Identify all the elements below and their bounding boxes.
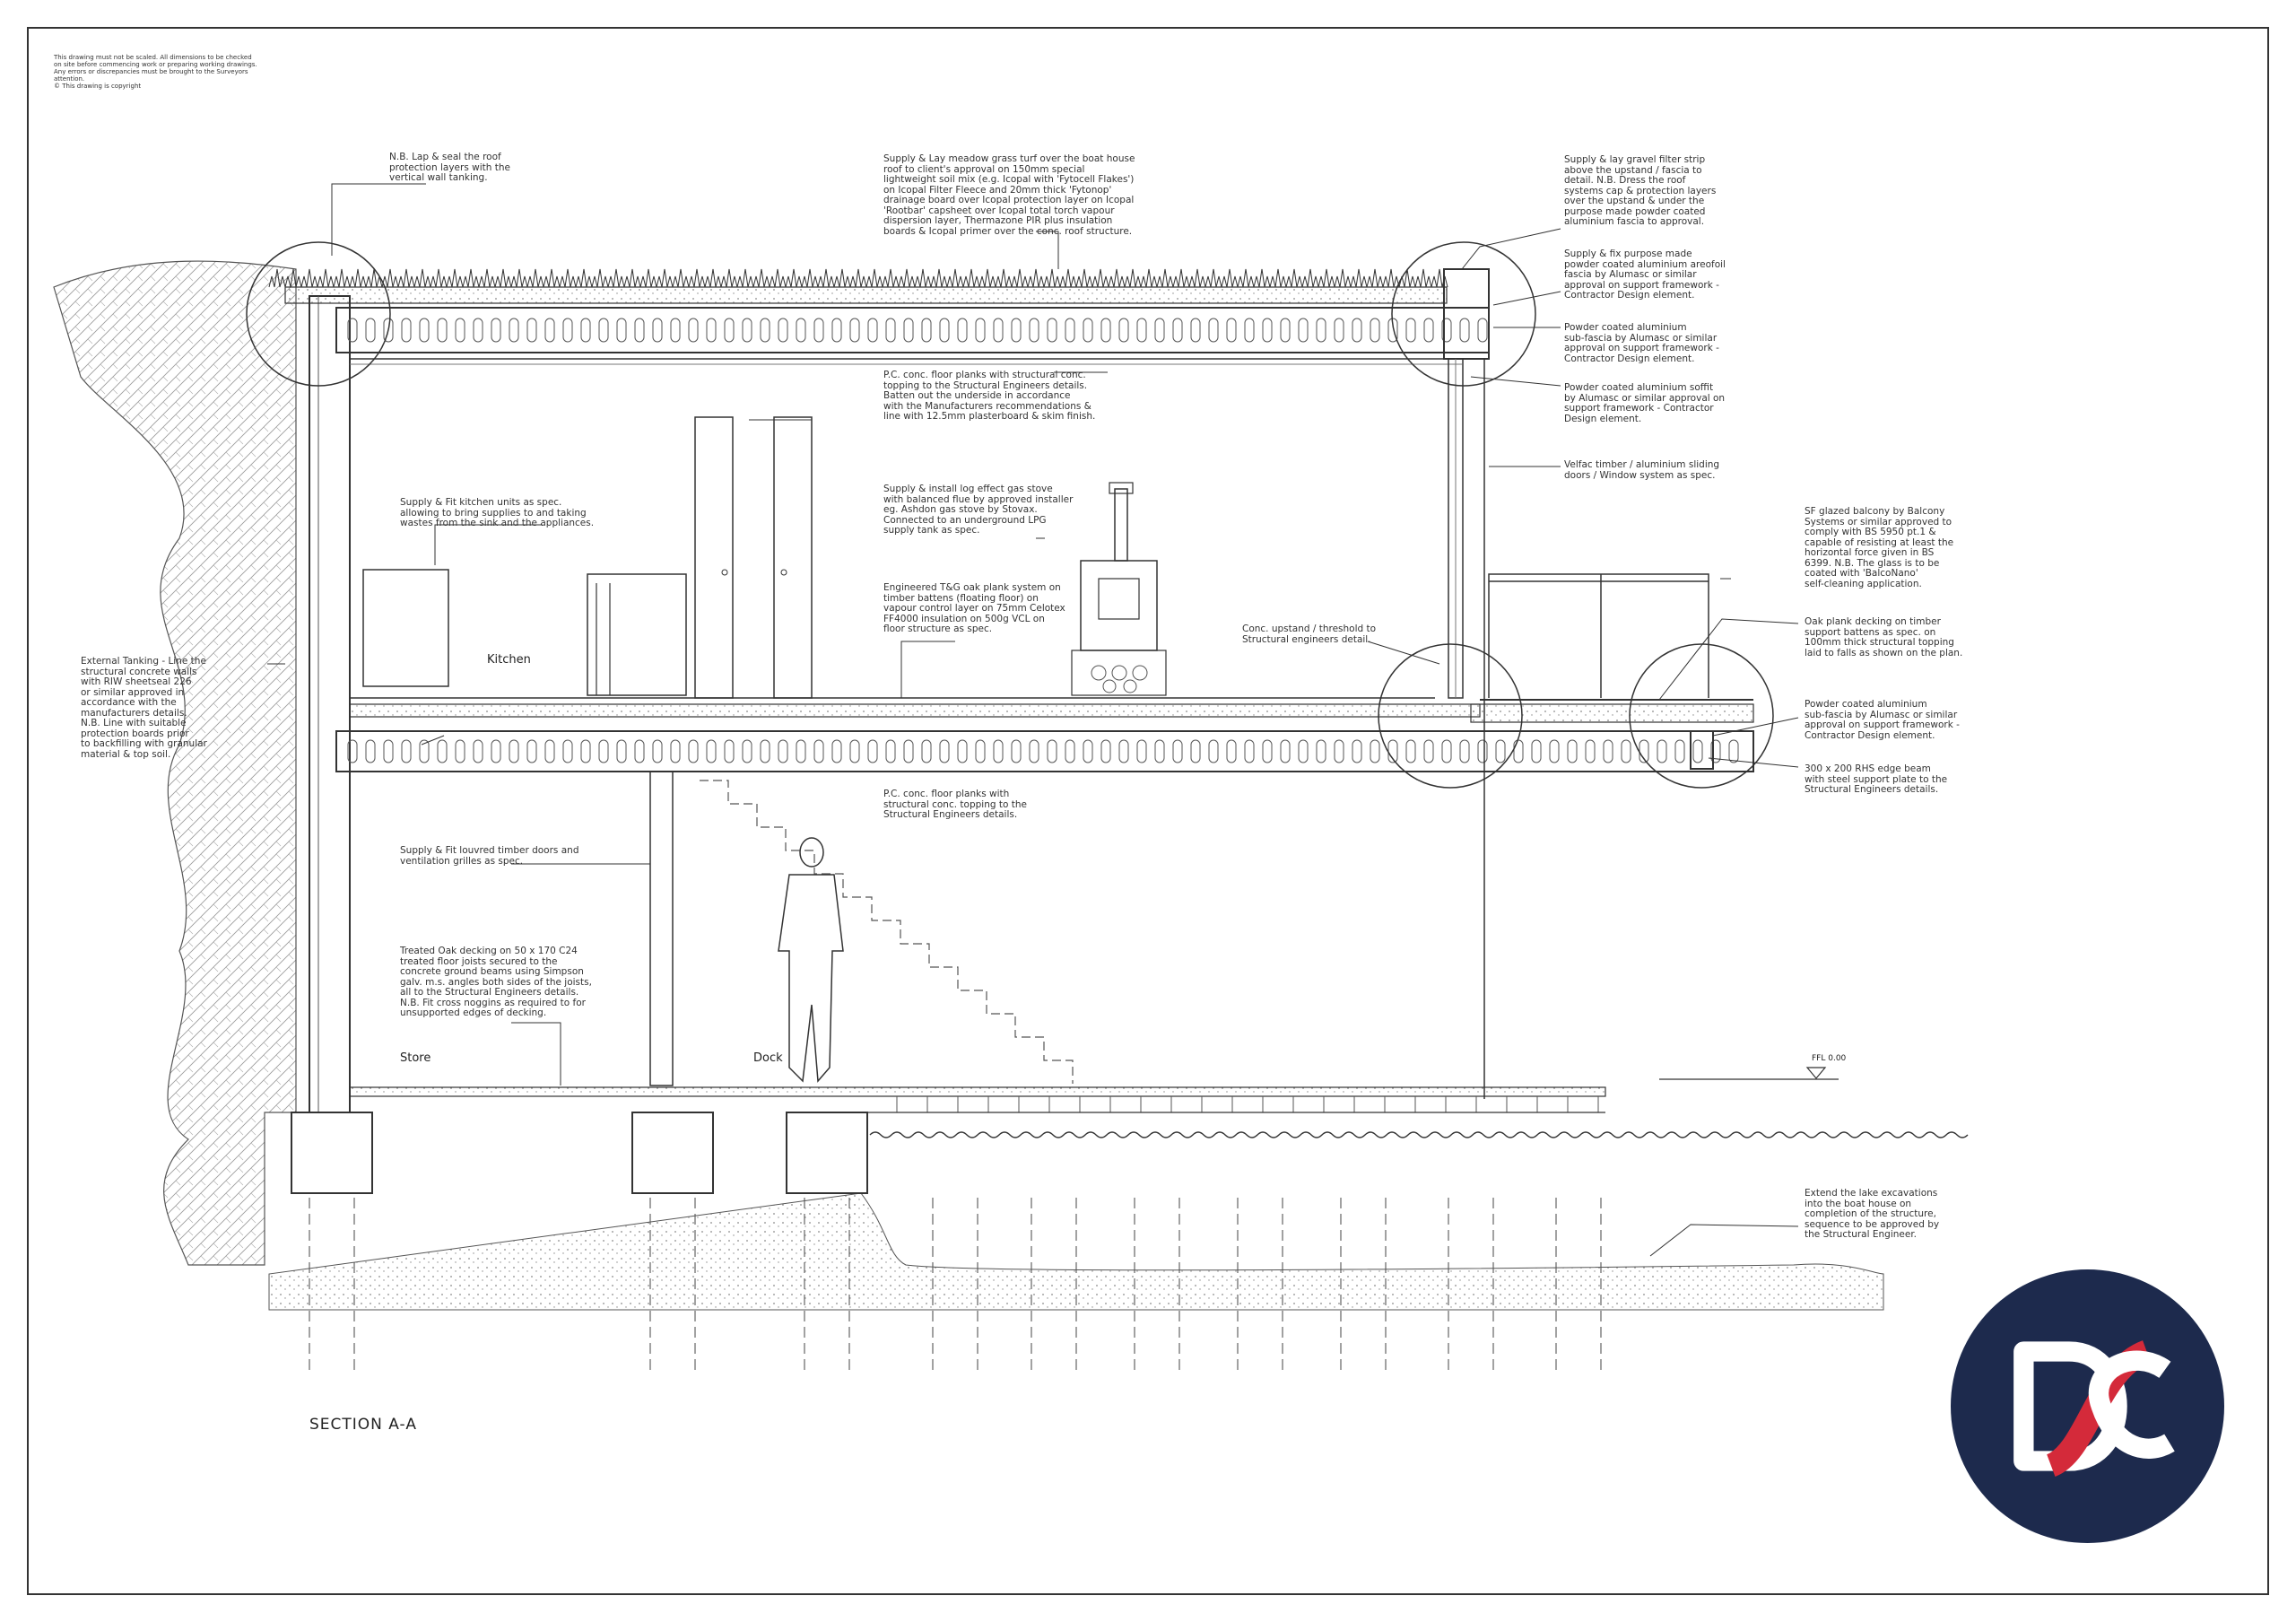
kitchen-unit-left bbox=[362, 569, 449, 687]
internal-door-right bbox=[773, 416, 813, 699]
note-balcony: SF glazed balcony by Balcony Systems or … bbox=[1805, 506, 1954, 589]
lower-deck bbox=[349, 1086, 1606, 1097]
note-louvred-doors: Supply & Fit louvred timber doors and ve… bbox=[400, 845, 579, 867]
note-floor-planks-top: P.C. conc. floor planks with structural … bbox=[883, 370, 1096, 422]
room-label-kitchen: Kitchen bbox=[487, 653, 531, 667]
note-meadow-turf: Supply & Lay meadow grass turf over the … bbox=[883, 153, 1135, 237]
floor-plank-voids bbox=[347, 739, 1739, 763]
foundation-1 bbox=[291, 1112, 373, 1194]
note-sub-fascia-top: Powder coated aluminium sub-fascia by Al… bbox=[1564, 322, 1719, 364]
staircase bbox=[700, 780, 1074, 1084]
note-gas-stove: Supply & install log effect gas stove wi… bbox=[883, 484, 1074, 536]
gas-stove bbox=[1071, 482, 1167, 696]
section-title: SECTION A-A bbox=[309, 1416, 417, 1434]
room-label-store: Store bbox=[400, 1051, 431, 1065]
note-sub-fascia-bottom: Powder coated aluminium sub-fascia by Al… bbox=[1805, 699, 1960, 741]
earth-backfill bbox=[53, 260, 297, 1266]
retaining-wall bbox=[309, 295, 351, 1113]
note-upstand: Conc. upstand / threshold to Structural … bbox=[1242, 624, 1377, 645]
ffl-label: FFL 0.00 bbox=[1812, 1054, 1847, 1063]
note-soffit: Powder coated aluminium soffit by Alumas… bbox=[1564, 382, 1726, 424]
note-gravel-strip: Supply & lay gravel filter strip above t… bbox=[1564, 154, 1717, 227]
foundation-3 bbox=[786, 1112, 868, 1194]
note-kitchen-units: Supply & Fit kitchen units as spec. allo… bbox=[400, 497, 595, 528]
person-figure bbox=[778, 837, 844, 1083]
kitchen-unit-right bbox=[587, 573, 687, 696]
piles bbox=[309, 1198, 1602, 1373]
note-oak-decking: Oak plank decking on timber support batt… bbox=[1805, 616, 1963, 658]
note-oak-floor: Engineered T&G oak plank system on timbe… bbox=[883, 582, 1065, 634]
note-treated-oak: Treated Oak decking on 50 x 170 C24 trea… bbox=[400, 946, 592, 1018]
note-floor-planks-bottom: P.C. conc. floor planks with structural … bbox=[883, 789, 1027, 820]
upper-floor-slab bbox=[335, 730, 1754, 772]
rhs-edge-beam bbox=[1690, 730, 1714, 770]
detail-circles bbox=[246, 241, 1774, 789]
note-rhs-beam: 300 x 200 RHS edge beam with steel suppo… bbox=[1805, 763, 1948, 795]
leader-lines bbox=[267, 183, 1799, 1257]
lake-bed bbox=[268, 1192, 1884, 1311]
roof-plank-voids bbox=[347, 318, 1488, 343]
note-lake: Extend the lake excavations into the boa… bbox=[1805, 1188, 1940, 1240]
note-roof-lap: N.B. Lap & seal the roof protection laye… bbox=[389, 152, 510, 183]
foundation-2 bbox=[631, 1112, 714, 1194]
internal-door-left bbox=[694, 416, 734, 699]
store-partition bbox=[649, 771, 674, 1086]
note-velfac: Velfac timber / aluminium sliding doors … bbox=[1564, 459, 1720, 481]
room-label-dock: Dock bbox=[753, 1051, 783, 1065]
disclaimer-text: This drawing must not be scaled. All dim… bbox=[54, 54, 257, 90]
drawing-border bbox=[27, 27, 2269, 1595]
deck-posts bbox=[861, 1096, 1605, 1113]
note-tanking: External Tanking - Line the structural c… bbox=[81, 656, 207, 760]
dc-logo bbox=[1951, 1269, 2224, 1543]
roof-fascia bbox=[1443, 268, 1490, 360]
roof-grass bbox=[268, 268, 1448, 288]
note-areofoil-fascia: Supply & fix purpose made powder coated … bbox=[1564, 249, 1726, 301]
balcony-deck bbox=[1470, 703, 1754, 723]
water-line bbox=[869, 1131, 1969, 1138]
ffl-marker bbox=[1659, 1067, 1839, 1080]
